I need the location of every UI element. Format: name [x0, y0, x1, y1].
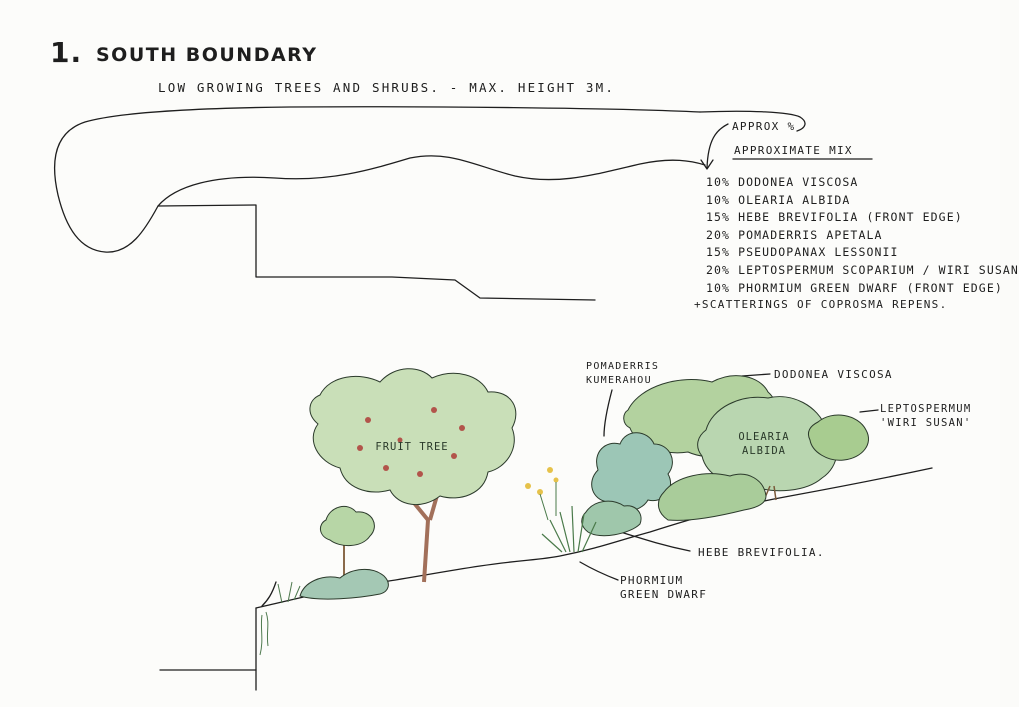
leader-low-plant: [261, 581, 277, 607]
leptospermum-canopy: [807, 414, 869, 461]
small-tree-canopy: [320, 505, 375, 546]
label-dodonea-viscosa: DODONEA VISCOSA: [774, 368, 893, 381]
approx-arrow: [706, 123, 729, 169]
low-groundcover: [299, 569, 389, 600]
leader-leptospermum: [859, 409, 879, 413]
approx-note: APPROX %: [732, 120, 796, 133]
plan-boundary-outline: [53, 106, 706, 253]
fruit-dots: [357, 407, 465, 477]
mix-item: 15% HEBE BREVIFOLIA (FRONT EDGE): [706, 210, 963, 225]
label-hebe-brevifolia: HEBE BREVIFOLIA.: [698, 546, 825, 559]
plan-house-corner: [157, 204, 596, 301]
mix-item: 20% POMADERRIS APETALA: [706, 227, 883, 242]
fruit-tree-canopy: [309, 368, 517, 506]
label-fruit-tree: FRUIT TREE: [375, 441, 449, 453]
section-subtitle: LOW GROWING TREES AND SHRUBS. - MAX. HEI…: [158, 80, 616, 95]
wall-creeper: [259, 611, 269, 656]
leader-pomaderris: [603, 389, 613, 437]
mix-item: 10% DODONEA VISCOSA: [706, 175, 859, 189]
label-phormium: PHORMIUM GREEN DWARF: [620, 574, 708, 601]
section-title: SOUTH BOUNDARY: [96, 44, 318, 66]
leader-dodonea: [741, 373, 771, 377]
mix-item: 15% PSEUDOPANAX LESSONII: [706, 245, 899, 260]
mix-item: 10% PHORMIUM GREEN DWARF (FRONT EDGE): [706, 280, 1003, 295]
label-pomaderris: POMADERRIS KUMERAHOU: [586, 361, 660, 386]
phormium-green-dwarf: [541, 505, 597, 553]
olearia-canopy: [697, 396, 838, 492]
planting-section: [259, 368, 869, 656]
label-leptospermum: LEPTOSPERMUM 'WIRI SUSAN': [880, 403, 972, 429]
coprosma-note: +SCATTERINGS OF COPROSMA REPENS.: [694, 298, 948, 311]
label-olearia-albida: OLEARIA ALBIDA: [738, 431, 790, 457]
plan-boundary-upper-right: [699, 110, 806, 132]
low-grass-left: [277, 581, 301, 604]
mix-list: 10% DODONEA VISCOSA 10% OLEARIA ALBIDA 1…: [706, 174, 1019, 297]
section-number: 1.: [50, 36, 83, 69]
leader-phormium: [579, 561, 619, 581]
mix-item: 20% LEPTOSPERMUM SCOPARIUM / WIRI SUSAN: [706, 262, 1019, 277]
mix-item: 10% OLEARIA ALBIDA: [706, 192, 851, 207]
fruit-tree-trunk: [408, 491, 440, 583]
mix-heading: APPROXIMATE MIX: [734, 144, 853, 157]
hebe-small: [581, 500, 642, 537]
flax-flowers: [525, 467, 559, 495]
hebe-shrub: [658, 473, 767, 521]
